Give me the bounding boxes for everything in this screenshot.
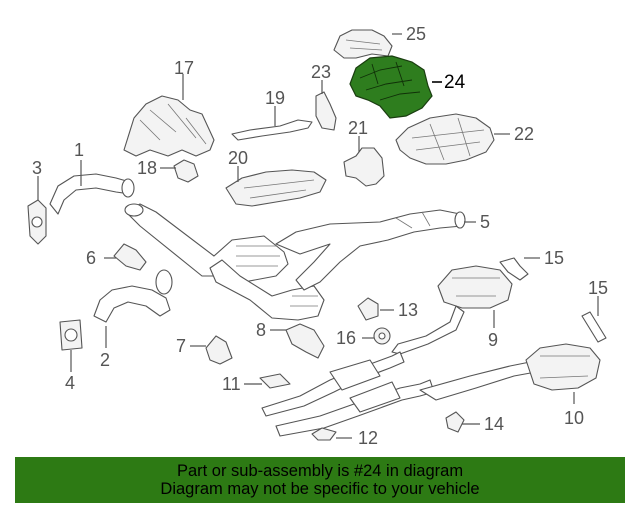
callout-7: 7 xyxy=(176,336,186,356)
part-25-bracket[interactable] xyxy=(333,29,393,59)
part-10-rear-muffler[interactable] xyxy=(525,343,601,391)
part-14-hanger[interactable] xyxy=(445,411,465,433)
part-16-isolator[interactable] xyxy=(373,327,391,345)
leader-lines xyxy=(37,33,599,439)
callout-9: 9 xyxy=(488,330,498,350)
callout-10: 10 xyxy=(564,408,584,428)
banner-line-2: Diagram may not be specific to your vehi… xyxy=(160,480,480,498)
converter-lower xyxy=(209,259,325,321)
callout-24: 24 xyxy=(444,72,466,93)
callout-4: 4 xyxy=(65,373,75,393)
part-17-heat-shield[interactable] xyxy=(123,95,215,157)
callout-20: 20 xyxy=(228,148,248,168)
info-banner: Part or sub-assembly is #24 in diagram D… xyxy=(15,457,625,503)
callout-8: 8 xyxy=(256,320,266,340)
part-11-clamp[interactable] xyxy=(259,373,291,389)
callout-23: 23 xyxy=(311,62,331,82)
callout-19: 19 xyxy=(265,88,285,108)
part-15-hanger-upper[interactable] xyxy=(499,257,529,281)
callout-13: 13 xyxy=(398,300,418,320)
callout-25: 25 xyxy=(406,24,426,44)
exhaust-parts-diagram: 1 2 3 4 5 6 7 8 9 10 11 12 13 14 15 15 1… xyxy=(27,24,608,448)
callout-17: 17 xyxy=(174,58,194,78)
part-1-front-pipe[interactable] xyxy=(49,173,135,215)
callout-16: 16 xyxy=(336,328,356,348)
part-2-front-pipe[interactable] xyxy=(93,269,173,323)
callout-18: 18 xyxy=(137,158,157,178)
part-9-muffler[interactable] xyxy=(391,265,513,355)
callout-15a: 15 xyxy=(544,248,564,268)
callout-6: 6 xyxy=(86,248,96,268)
callout-labels: 1 2 3 4 5 6 7 8 9 10 11 12 13 14 15 15 1… xyxy=(32,24,608,448)
callout-1: 1 xyxy=(74,140,84,160)
callout-3: 3 xyxy=(32,158,42,178)
callout-22: 22 xyxy=(514,124,534,144)
callout-12: 12 xyxy=(358,428,378,448)
part-20-heat-shield[interactable] xyxy=(225,169,327,207)
part-23-bracket[interactable] xyxy=(315,91,337,131)
part-22-heat-shield[interactable] xyxy=(395,113,495,165)
part-15-hanger-lower[interactable] xyxy=(581,311,607,343)
callout-21: 21 xyxy=(348,118,368,138)
banner-line-1: Part or sub-assembly is #24 in diagram xyxy=(176,462,464,480)
part-3-gasket[interactable] xyxy=(27,199,47,245)
part-6-bracket[interactable] xyxy=(113,243,147,271)
part-4-gasket[interactable] xyxy=(59,319,83,351)
part-21-bracket[interactable] xyxy=(343,147,385,187)
part-19-shield-strip[interactable] xyxy=(231,119,313,141)
part-7-bracket[interactable] xyxy=(205,335,233,365)
part-8-bracket[interactable] xyxy=(285,323,325,359)
part-18-clip[interactable] xyxy=(173,159,199,183)
part-13-hanger[interactable] xyxy=(357,297,379,321)
callout-2: 2 xyxy=(100,350,110,370)
converter-upper xyxy=(124,203,289,283)
callout-11: 11 xyxy=(222,374,241,394)
part-12-hanger[interactable] xyxy=(311,427,337,441)
part-5-center-pipes[interactable] xyxy=(275,209,466,291)
intermediate-pipes xyxy=(261,351,537,437)
callout-5: 5 xyxy=(480,212,490,232)
callout-14: 14 xyxy=(484,414,504,434)
callout-15b: 15 xyxy=(588,278,608,298)
part-24-heat-shield-highlighted[interactable] xyxy=(349,55,433,119)
